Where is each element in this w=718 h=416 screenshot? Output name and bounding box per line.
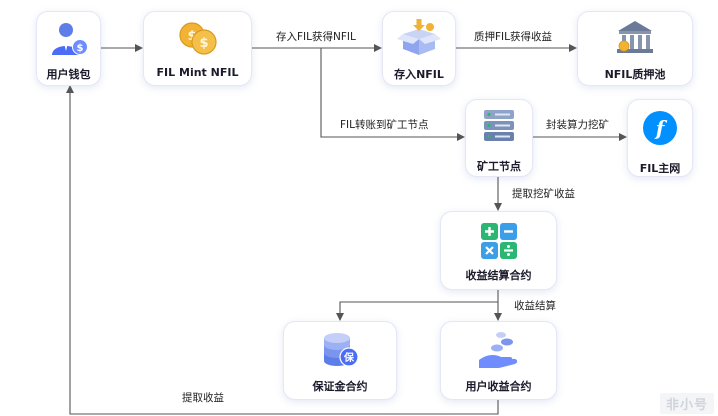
svg-text:f: f (654, 116, 668, 140)
pool-label: NFIL质押池 (604, 68, 666, 81)
svg-text:$: $ (199, 36, 208, 51)
edge-label-settle: 收益结算 (514, 300, 556, 312)
mainnet-node: f FIL主网 (627, 99, 693, 177)
deposit-contract-label: 保证金合约 (312, 380, 368, 393)
edge-label-deposit-fil: 存入FIL获得NFIL (276, 31, 356, 43)
server-icon (484, 110, 514, 141)
calculator-icon (480, 223, 517, 259)
watermark: 非小号 (659, 393, 714, 414)
user-yield-label: 用户收益合约 (465, 380, 532, 393)
user-dollar-icon: $ (51, 23, 88, 55)
edge-label-withdraw-mining: 提取挖矿收益 (512, 188, 575, 200)
edge-label-transfer: FIL转账到矿工节点 (340, 119, 429, 131)
wallet-node: $ 用户钱包 (36, 11, 101, 86)
miner-node: 矿工节点 (465, 99, 533, 177)
bank-icon (617, 21, 653, 53)
deposit-label: 存入NFIL (394, 68, 444, 81)
miner-label: 矿工节点 (477, 160, 521, 173)
edge-label-withdraw: 提取收益 (182, 392, 224, 404)
filecoin-icon: f (643, 111, 677, 145)
mainnet-label: FIL主网 (639, 162, 681, 175)
coins-icon: $ $ (178, 22, 217, 55)
wallet-label: 用户钱包 (46, 68, 91, 81)
pool-node: NFIL质押池 (577, 11, 693, 86)
settlement-label: 收益结算合约 (465, 269, 532, 282)
mint-label: FIL Mint NFIL (156, 66, 239, 79)
edge-user-yield-to-wallet (66, 85, 499, 415)
deposit-node: 存入NFIL (382, 11, 456, 86)
svg-text:$: $ (76, 43, 83, 54)
svg-text:$: $ (187, 29, 196, 44)
edge-label-seal: 封装算力挖矿 (546, 119, 609, 131)
edge-settlement-to-deposit (336, 301, 498, 321)
deposit-contract-node: 保 保证金合约 (283, 321, 397, 400)
hand-coins-icon (478, 332, 517, 368)
box-icon (397, 19, 441, 55)
user-yield-node: 用户收益合约 (440, 321, 557, 400)
edge-label-stake: 质押FIL获得收益 (474, 31, 552, 43)
mint-node: $ $ FIL Mint NFIL (143, 11, 252, 86)
edge-to-miner (320, 48, 465, 141)
settlement-node: 收益结算合约 (440, 211, 557, 290)
svg-text:保: 保 (343, 351, 355, 364)
coin-stack-icon: 保 (324, 333, 359, 367)
